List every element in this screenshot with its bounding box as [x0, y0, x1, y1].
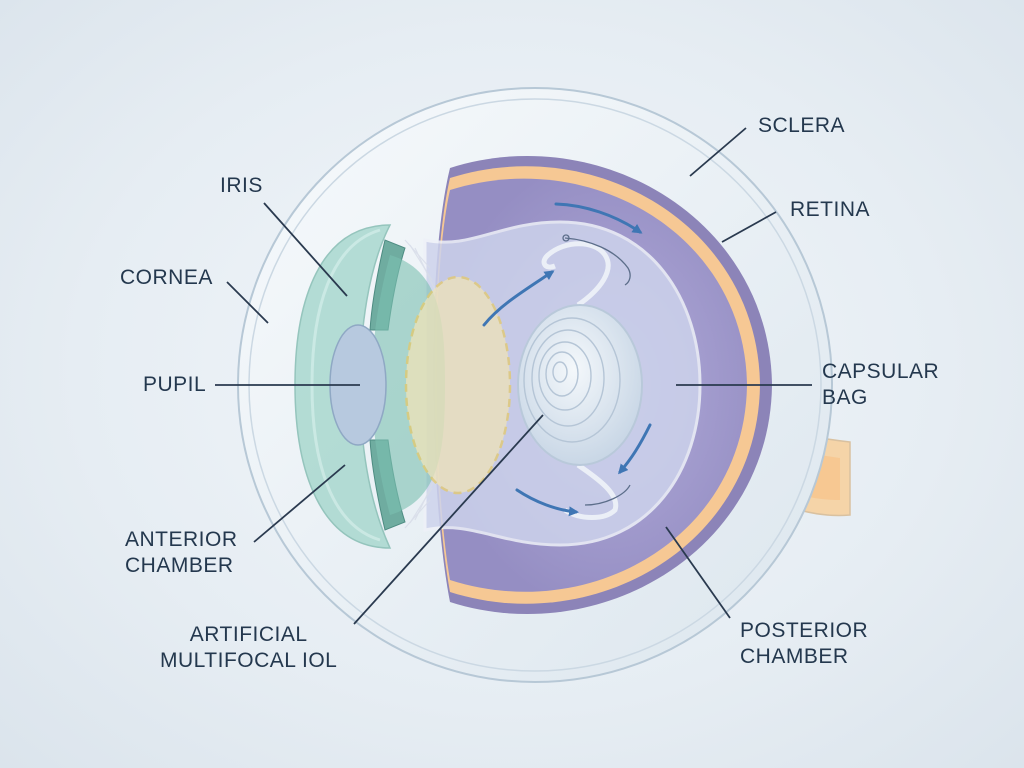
label-retina: RETINA: [790, 198, 871, 221]
label-sclera: SCLERA: [758, 114, 846, 137]
leader-retina: [721, 211, 777, 243]
label-anterior-chamber: ANTERIOR CHAMBER: [125, 528, 238, 577]
leader-sclera: [689, 127, 747, 177]
label-cornea: CORNEA: [120, 266, 213, 289]
leader-iol: [353, 414, 544, 625]
iol-upper-haptic: [541, 241, 611, 308]
label-posterior-chamber: POSTERIOR CHAMBER: [740, 619, 869, 668]
label-artificial-multifocal-iol: ARTIFICIAL MULTIFOCAL IOL: [160, 623, 338, 672]
leader-cornea: [226, 281, 269, 324]
light-path-arrows: [482, 202, 652, 517]
leader-iris: [263, 202, 348, 297]
label-capsular-bag: CAPSULAR BAG: [822, 360, 940, 409]
leader-lines: [215, 127, 812, 625]
iol-lower-haptic: [563, 462, 619, 520]
iol-rings: [523, 317, 621, 443]
natural-lens-outline: [404, 275, 512, 495]
zonules: [404, 239, 437, 529]
label-iris: IRIS: [220, 174, 263, 197]
leader-anterior-chamber: [253, 464, 346, 543]
leader-posterior-chamber: [665, 526, 731, 619]
label-pupil: PUPIL: [143, 373, 207, 396]
